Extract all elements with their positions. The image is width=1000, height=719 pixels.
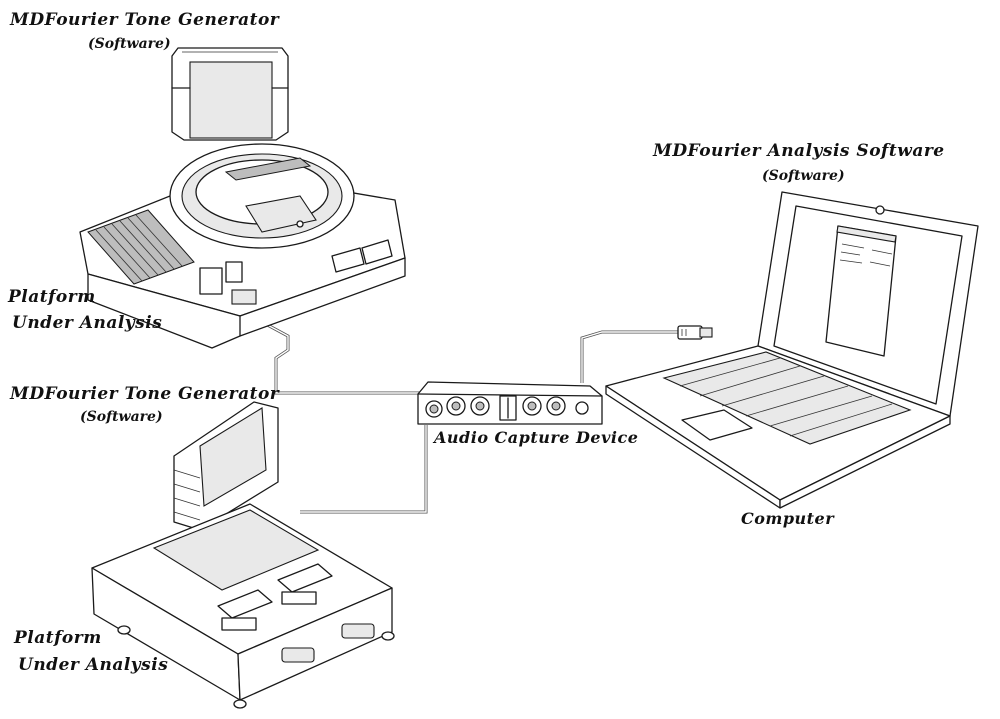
- platform-top-line1: Platform: [8, 287, 96, 307]
- snes-cartridge-icon: [173, 401, 279, 531]
- audio-cable-top: [261, 320, 420, 395]
- genesis-cartridge-icon: [171, 47, 289, 141]
- analysis-software-title: MDFourier Analysis Software: [653, 141, 945, 161]
- analysis-software-sub: (Software): [762, 168, 845, 184]
- tone-generator-top-sub: (Software): [88, 36, 171, 52]
- audio-interface-icon: [417, 381, 603, 425]
- audio-cable-bottom: [300, 425, 428, 514]
- computer-label: Computer: [741, 509, 835, 528]
- platform-bottom-line1: Platform: [14, 628, 102, 648]
- usb-cable: [580, 330, 678, 383]
- genesis-console-icon: [79, 143, 406, 349]
- usb-plug-icon: [677, 325, 713, 340]
- laptop-icon: [605, 191, 979, 509]
- tone-generator-bottom-title: MDFourier Tone Generator: [10, 384, 280, 404]
- snes-console-icon: [91, 503, 395, 709]
- audio-capture-label: Audio Capture Device: [434, 428, 639, 447]
- platform-bottom-line2: Under Analysis: [18, 655, 169, 675]
- tone-generator-top-title: MDFourier Tone Generator: [10, 10, 280, 30]
- platform-top-line2: Under Analysis: [12, 313, 163, 333]
- tone-generator-bottom-sub: (Software): [80, 409, 163, 425]
